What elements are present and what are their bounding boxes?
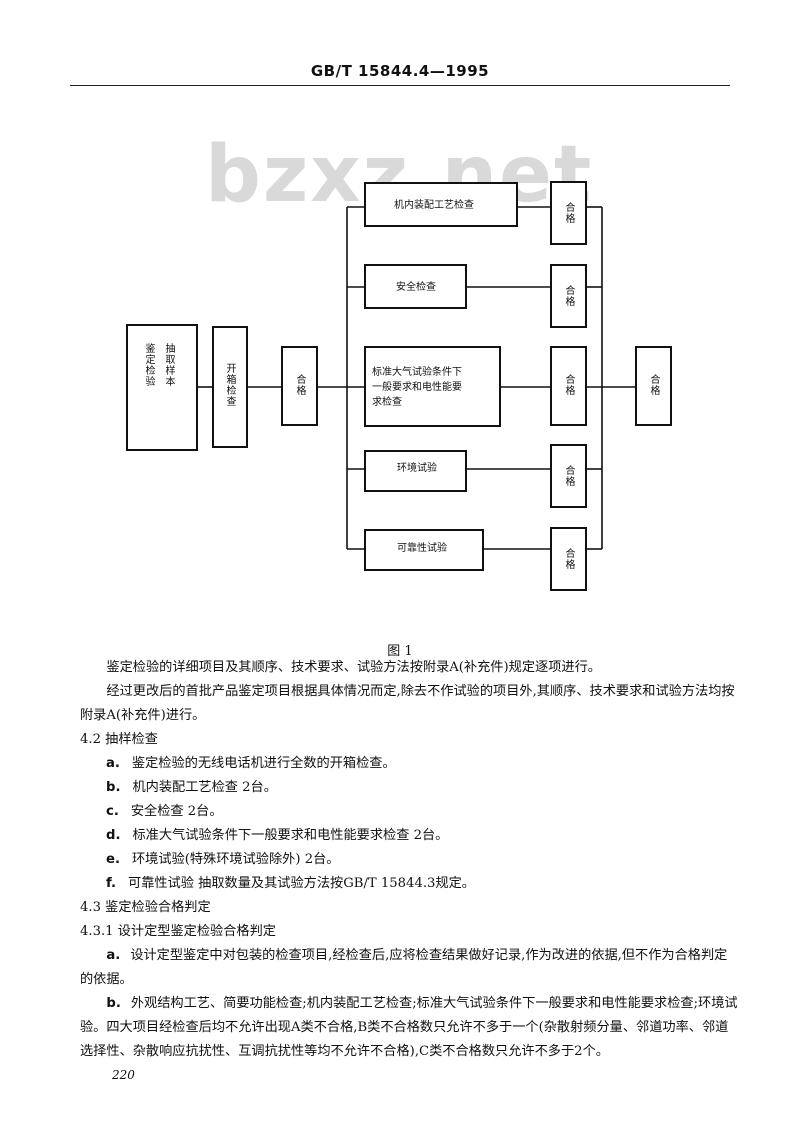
item-text: 外观结构工艺、简要功能检查;机内装配工艺检查;标准大气试验条件下一般要求和电性能… (80, 996, 738, 1059)
item-text: 机内装配工艺检查 2台。 (132, 780, 277, 795)
pass-label-4: 合格 (563, 465, 574, 487)
list-item-c: c. 安全检查 2台。 (106, 800, 223, 824)
paragraph-1: 鉴定检验的详细项目及其顺序、技术要求、试验方法按附录A(补充件)规定逐项进行。 (106, 660, 601, 675)
item-mark: e. (106, 852, 120, 867)
check-box-environment (364, 450, 467, 492)
pass-box-2 (550, 264, 587, 328)
check-label-safety: 安全检查 (396, 282, 436, 293)
section-4-2-heading: 4.2 抽样检查 (80, 732, 158, 747)
item-text: 安全检查 2台。 (130, 804, 223, 819)
list-item-a: a. 鉴定检验的无线电话机进行全数的开箱检查。 (106, 752, 396, 776)
paragraph-4-3-1-b: b.外观结构工艺、简要功能检查;机内装配工艺检查;标准大气试验条件下一般要求和电… (80, 992, 740, 1064)
check-label-electrical-1: 标准大气试验条件下 (372, 367, 462, 378)
unpack-box-label: 开箱检查 (224, 363, 235, 407)
check-label-reliability: 可靠性试验 (397, 543, 447, 554)
pass-label-5: 合格 (563, 548, 574, 570)
pass-box-first (281, 346, 318, 426)
item-mark: c. (106, 804, 119, 819)
check-box-safety (364, 264, 467, 309)
pass-box-1 (550, 181, 587, 245)
item-text: 标准大气试验条件下一般要求和电性能要求检查 2台。 (132, 828, 449, 843)
inspection-flowchart (126, 181, 672, 591)
start-box-label-1: 鉴定检验 (143, 343, 154, 387)
check-label-environment: 环境试验 (397, 463, 437, 474)
check-label-electrical-2: 一般要求和电性能要 (372, 382, 462, 393)
item-mark: f. (106, 876, 117, 891)
item-text: 设计定型鉴定中对包装的检查项目,经检查后,应将检查结果做好记录,作为改进的依据,… (80, 948, 728, 987)
item-mark: b. (106, 780, 121, 795)
section-4-3-heading: 4.3 鉴定检验合格判定 (80, 900, 211, 915)
page-number: 220 (112, 1068, 135, 1082)
item-mark: b. (106, 996, 121, 1011)
item-text: 可靠性试验 抽取数量及其试验方法按GB/T 15844.3规定。 (128, 876, 475, 891)
item-mark: a. (106, 948, 121, 963)
list-item-e: e. 环境试验(特殊环境试验除外) 2台。 (106, 848, 339, 872)
pass-label-3: 合格 (563, 374, 574, 396)
pass-label-2: 合格 (563, 285, 574, 307)
check-box-assembly (364, 182, 518, 227)
standard-number-header: GB/T 15844.4—1995 (310, 62, 490, 80)
start-box (126, 324, 198, 451)
check-box-electrical (364, 346, 501, 427)
pass-box-5 (550, 527, 587, 591)
item-text: 鉴定检验的无线电话机进行全数的开箱检查。 (131, 756, 396, 771)
pass-label-1: 合格 (563, 202, 574, 224)
paragraph-4-3-1-a: a.设计定型鉴定中对包装的检查项目,经检查后,应将检查结果做好记录,作为改进的依… (80, 944, 740, 992)
section-4-3-1-heading: 4.3.1 设计定型鉴定检验合格判定 (80, 924, 276, 939)
list-item-f: f. 可靠性试验 抽取数量及其试验方法按GB/T 15844.3规定。 (106, 872, 475, 896)
paragraph-2: 经过更改后的首批产品鉴定项目根据具体情况而定,除去不作试验的项目外,其顺序、技术… (80, 684, 735, 723)
item-mark: a. (106, 756, 120, 771)
pass-first-label: 合格 (294, 374, 305, 396)
final-pass-label: 合格 (648, 374, 659, 396)
item-text: 环境试验(特殊环境试验除外) 2台。 (131, 852, 340, 867)
list-item-d: d. 标准大气试验条件下一般要求和电性能要求检查 2台。 (106, 824, 448, 848)
check-label-assembly: 机内装配工艺检查 (394, 200, 474, 211)
figure-caption: 图 1 (387, 644, 413, 659)
header-rule (70, 85, 730, 86)
pass-box-3 (550, 346, 587, 426)
item-mark: d. (106, 828, 121, 843)
check-box-reliability (364, 529, 484, 571)
pass-box-4 (550, 444, 587, 508)
check-label-electrical-3: 求检查 (372, 397, 402, 408)
start-box-label-2: 抽取样本 (163, 343, 174, 387)
pass-box-final (635, 346, 672, 426)
list-item-b: b. 机内装配工艺检查 2台。 (106, 776, 277, 800)
